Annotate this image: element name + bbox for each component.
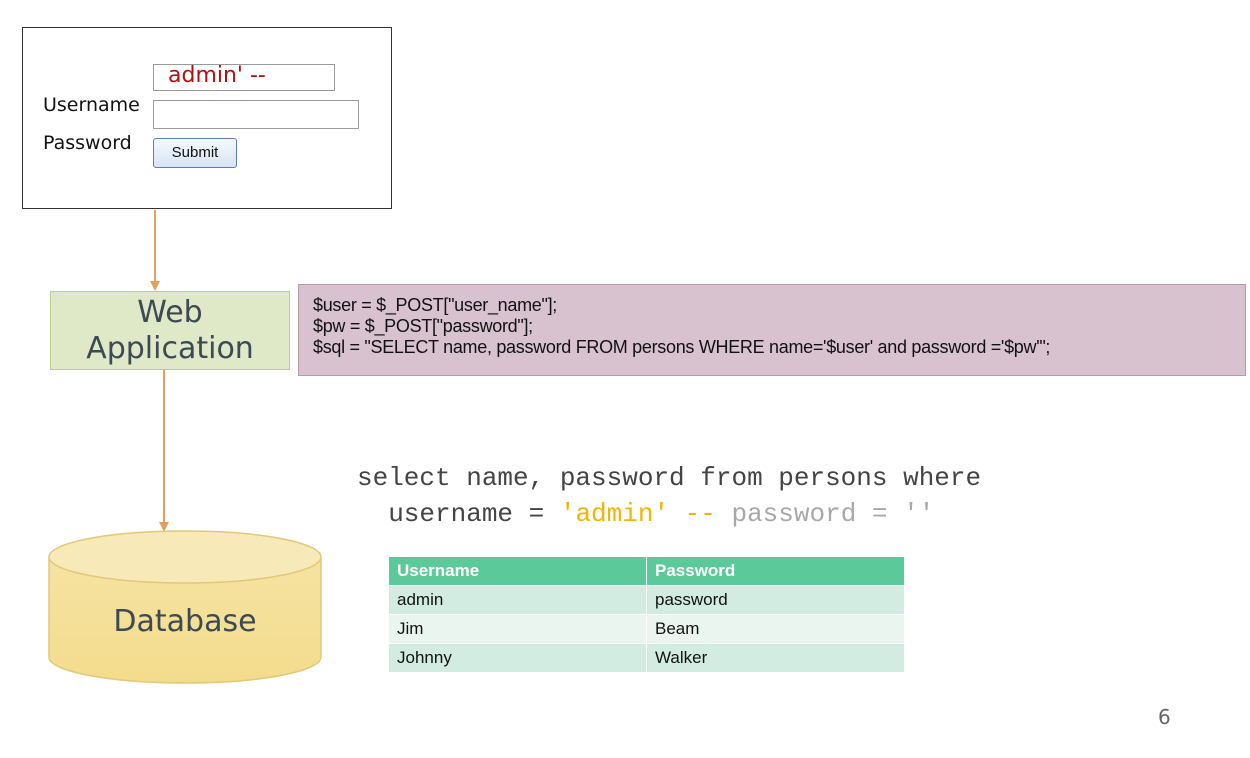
page-number: 6 xyxy=(1158,705,1171,729)
table-row: Jim Beam xyxy=(388,614,905,644)
password-label: Password xyxy=(43,132,132,154)
web-application-label-line1: Web xyxy=(137,294,203,330)
table-row: Johnny Walker xyxy=(388,643,905,673)
table-cell: password xyxy=(646,585,905,615)
table-header: Username xyxy=(388,556,647,586)
sql-injected-value: 'admin' xyxy=(559,499,670,529)
username-input[interactable]: admin' -- xyxy=(153,63,335,91)
code-line: $sql = "SELECT name, password FROM perso… xyxy=(313,337,1051,357)
php-code-box: $user = $_POST["user_name"]; $pw = $_POS… xyxy=(298,284,1246,376)
code-line: $pw = $_POST["password"]; xyxy=(313,316,533,336)
arrow-head-database xyxy=(159,522,169,532)
sql-query-line2-prefix: username = xyxy=(357,499,560,529)
database-label: Database xyxy=(113,604,257,639)
table-cell: Walker xyxy=(646,643,905,673)
password-input[interactable] xyxy=(153,100,359,129)
username-label: Username xyxy=(43,94,140,116)
web-application-label-line2: Application xyxy=(86,330,254,366)
users-table: Username Password admin password Jim Bea… xyxy=(388,556,905,673)
database-cylinder-icon xyxy=(48,530,322,684)
table-cell: Beam xyxy=(646,614,905,644)
table-row: admin password xyxy=(388,585,905,615)
username-input-value: admin' -- xyxy=(168,63,266,88)
table-cell: Jim xyxy=(388,614,647,644)
code-line: $user = $_POST["user_name"]; xyxy=(313,295,558,315)
sql-query-line1: select name, password from persons where xyxy=(357,463,982,493)
sql-comment-marker: -- xyxy=(669,499,716,529)
web-application-box: Web Application xyxy=(50,291,290,370)
arrow-head-webapp xyxy=(150,281,160,291)
table-header: Password xyxy=(646,556,905,586)
injected-sql-query: select name, password from persons where… xyxy=(357,460,981,532)
sql-commented-out: password = '' xyxy=(715,499,935,529)
table-cell: Johnny xyxy=(388,643,647,673)
table-header-row: Username Password xyxy=(388,556,905,586)
submit-button[interactable]: Submit xyxy=(153,138,237,168)
login-form: Username admin' -- Password Submit xyxy=(22,27,392,209)
table-cell: admin xyxy=(388,585,647,615)
